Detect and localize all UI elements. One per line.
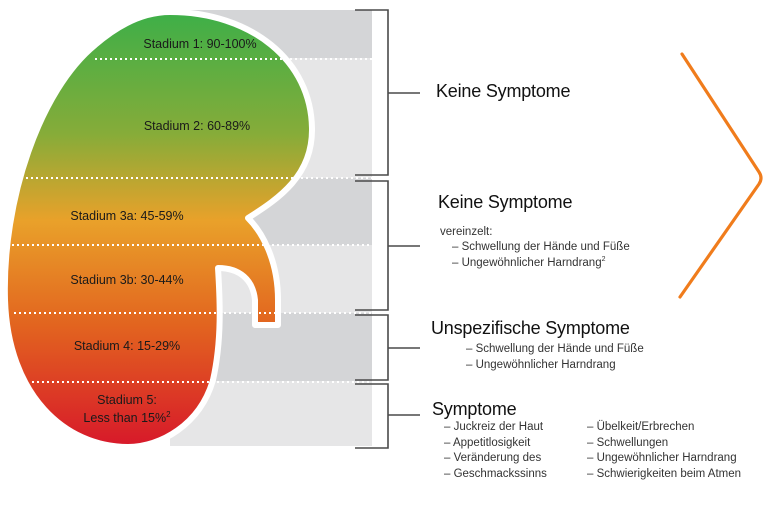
group-4-item: – Ungewöhnlicher Harndrang xyxy=(587,452,737,464)
stage-1-label: Stadium 1: 90-100% xyxy=(143,37,256,51)
group-2-list: – Schwellung der Hände und Füße – Ungewö… xyxy=(452,240,630,271)
stage-5-label-line1: Stadium 5: xyxy=(97,393,157,407)
group-4-item: – Schwierigkeiten beim Atmen xyxy=(587,467,742,480)
chevron-right-icon xyxy=(678,52,763,299)
group-2-item: – Ungewöhnlicher Harndrang2 xyxy=(452,256,630,272)
stage-3b-label: Stadium 3b: 30-44% xyxy=(70,273,183,287)
brackets xyxy=(355,9,420,449)
group-4-item: – Geschmackssinns xyxy=(444,467,547,480)
group-4-list-col1: – Juckreiz der Haut – Appetitlosigkeit –… xyxy=(444,420,547,482)
bracket-stages-1-2 xyxy=(355,9,420,176)
bracket-stages-3a-3b xyxy=(355,180,420,311)
group-4-heading: Symptome xyxy=(432,399,517,419)
stage-5-footnote: 2 xyxy=(166,410,171,419)
group-2-intro: vereinzelt: xyxy=(440,226,493,238)
stage-separators xyxy=(2,58,372,383)
group-2-item-text: – Ungewöhnlicher Harndrang xyxy=(452,256,602,269)
stage-labels: Stadium 1: 90-100% Stadium 2: 60-89% Sta… xyxy=(70,37,256,425)
group-4-list-col2: – Übelkeit/Erbrechen – Schwellungen – Un… xyxy=(587,420,741,482)
bracket-stage-5 xyxy=(355,383,420,449)
group-3-heading: Unspezifische Symptome xyxy=(431,318,630,338)
group-4-item: – Übelkeit/Erbrechen xyxy=(587,421,695,433)
stage-4-label: Stadium 4: 15-29% xyxy=(74,339,180,353)
group-4-item: – Appetitlosigkeit xyxy=(444,436,531,449)
kidney-shape xyxy=(1,9,315,450)
group-4-item: – Veränderung des xyxy=(444,452,542,464)
group-1-heading: Keine Symptome xyxy=(436,81,571,101)
group-2-item: – Schwellung der Hände und Füße xyxy=(452,241,630,253)
group-2-heading: Keine Symptome xyxy=(438,192,573,212)
group-4-item: – Schwellungen xyxy=(587,436,669,449)
stage-5-label-text: Less than 15% xyxy=(83,411,166,425)
group-3-item: – Ungewöhnlicher Harndrang xyxy=(466,358,616,371)
stage-3a-label: Stadium 3a: 45-59% xyxy=(70,209,183,223)
group-3-item: – Schwellung der Hände und Füße xyxy=(466,343,644,355)
group-4-item: – Juckreiz der Haut xyxy=(444,421,544,433)
stage-5-label-line2: Less than 15%2 xyxy=(83,410,171,425)
group-2-item-footnote: 2 xyxy=(601,255,606,263)
stage-2-label: Stadium 2: 60-89% xyxy=(144,119,250,133)
group-3-list: – Schwellung der Hände und Füße – Ungewö… xyxy=(466,342,644,373)
bracket-stage-4 xyxy=(355,314,420,381)
